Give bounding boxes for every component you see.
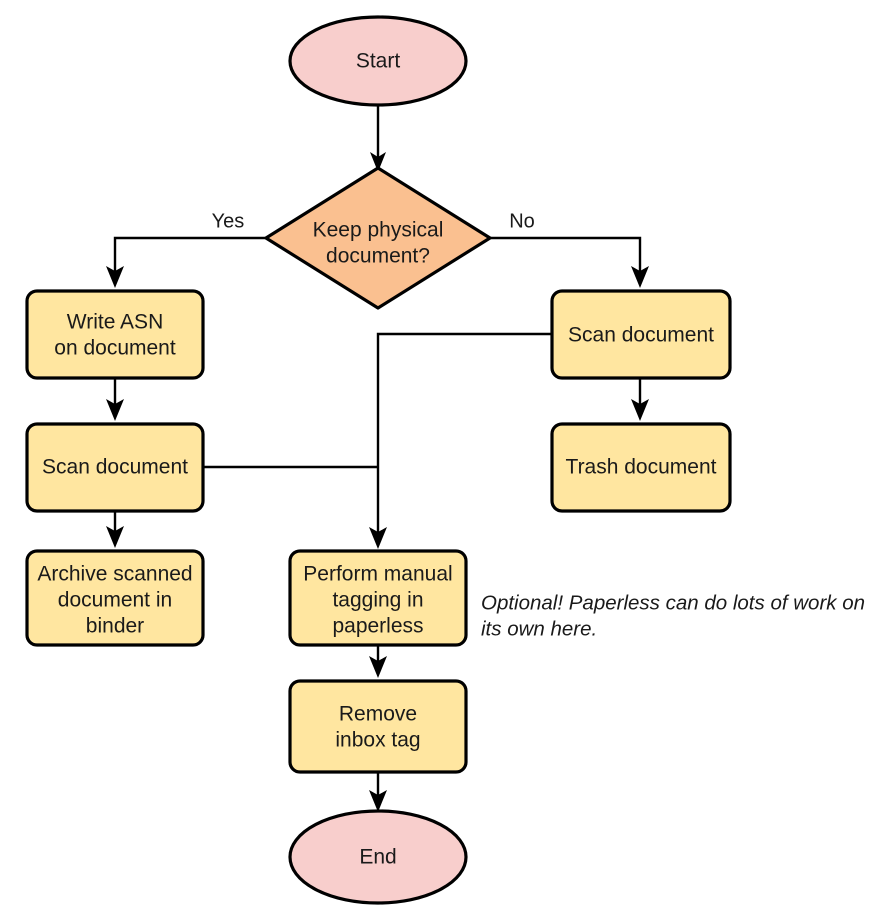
edge-write-asn-to-scan-left: [106, 378, 124, 421]
node-label-end: End: [359, 846, 396, 869]
node-label-scan-document-left: Scan document: [42, 456, 188, 479]
node-label-write-asn-line2: on document: [54, 337, 176, 360]
process-shape[interactable]: [550, 422, 732, 513]
node-end[interactable]: End: [288, 809, 468, 905]
annotation-optional-note-line1: Optional! Paperless can do lots of work …: [481, 591, 865, 614]
annotation-optional-note-line2: its own here.: [481, 617, 597, 640]
node-label-remove-inbox-line2: inbox tag: [335, 729, 420, 752]
terminator-shape[interactable]: [288, 15, 468, 107]
edge-manual-tagging-to-remove-inbox: [369, 645, 387, 678]
process-shape[interactable]: [25, 549, 205, 647]
arrowhead-icon: [106, 399, 124, 421]
edge-label-no: No: [509, 210, 535, 232]
edge-line: [376, 332, 552, 534]
edge-label-yes: Yes: [212, 210, 245, 232]
arrowhead-icon: [369, 656, 387, 678]
node-label-scan-document-right: Scan document: [568, 324, 714, 347]
edge-line: [113, 236, 266, 272]
edge-layer: Yes No: [106, 105, 649, 812]
edge-start-to-decision: [370, 105, 386, 172]
node-label-archive-line3: binder: [86, 615, 144, 638]
node-write-asn-on-document[interactable]: Write ASN on document: [25, 289, 205, 380]
terminator-shape[interactable]: [288, 809, 468, 905]
node-label-archive-line1: Archive scanned: [37, 563, 192, 586]
process-shape[interactable]: [288, 549, 468, 647]
edge-scan-right-to-manual-tagging: [369, 332, 552, 549]
node-start[interactable]: Start: [288, 15, 468, 107]
node-label-manual-tagging-line1: Perform manual: [303, 563, 452, 586]
node-scan-document-left[interactable]: Scan document: [25, 422, 205, 513]
decision-shape[interactable]: [264, 166, 492, 310]
process-shape[interactable]: [550, 289, 732, 380]
node-label-keep-physical-line2: document?: [326, 245, 430, 268]
edge-decision-no-to-scan-right: No: [490, 210, 649, 288]
node-keep-physical-document[interactable]: Keep physical document?: [264, 166, 492, 310]
edge-line: [490, 236, 642, 272]
node-label-remove-inbox-line1: Remove: [339, 703, 417, 726]
node-label-trash-document: Trash document: [566, 456, 717, 479]
arrowhead-icon: [631, 266, 649, 288]
node-label-start: Start: [356, 50, 401, 73]
node-label-manual-tagging-line3: paperless: [332, 615, 423, 638]
annotation-layer: Optional! Paperless can do lots of work …: [481, 591, 865, 640]
arrowhead-icon: [106, 526, 124, 548]
arrowhead-icon: [106, 266, 124, 288]
edge-scan-left-to-archive: [106, 511, 124, 548]
node-label-archive-line2: document in: [58, 589, 172, 612]
process-shape[interactable]: [25, 289, 205, 380]
edge-decision-yes-to-write-asn: Yes: [106, 210, 266, 288]
arrowhead-icon: [369, 527, 387, 549]
node-label-manual-tagging-line2: tagging in: [332, 589, 423, 612]
edge-scan-right-to-trash: [631, 378, 649, 421]
node-remove-inbox-tag[interactable]: Remove inbox tag: [288, 679, 468, 774]
arrowhead-icon: [370, 152, 386, 172]
node-label-keep-physical-line1: Keep physical: [313, 219, 444, 242]
node-scan-document-right[interactable]: Scan document: [550, 289, 732, 380]
node-trash-document[interactable]: Trash document: [550, 422, 732, 513]
node-label-write-asn-line1: Write ASN: [67, 311, 163, 334]
node-perform-manual-tagging[interactable]: Perform manual tagging in paperless: [288, 549, 468, 647]
arrowhead-icon: [631, 399, 649, 421]
edge-remove-inbox-to-end: [369, 772, 387, 812]
arrowhead-icon: [369, 790, 387, 812]
node-archive-scanned-document[interactable]: Archive scanned document in binder: [25, 549, 205, 647]
node-layer: Start Keep physical document? Write ASN …: [25, 15, 732, 905]
process-shape[interactable]: [288, 679, 468, 774]
process-shape[interactable]: [25, 422, 205, 513]
